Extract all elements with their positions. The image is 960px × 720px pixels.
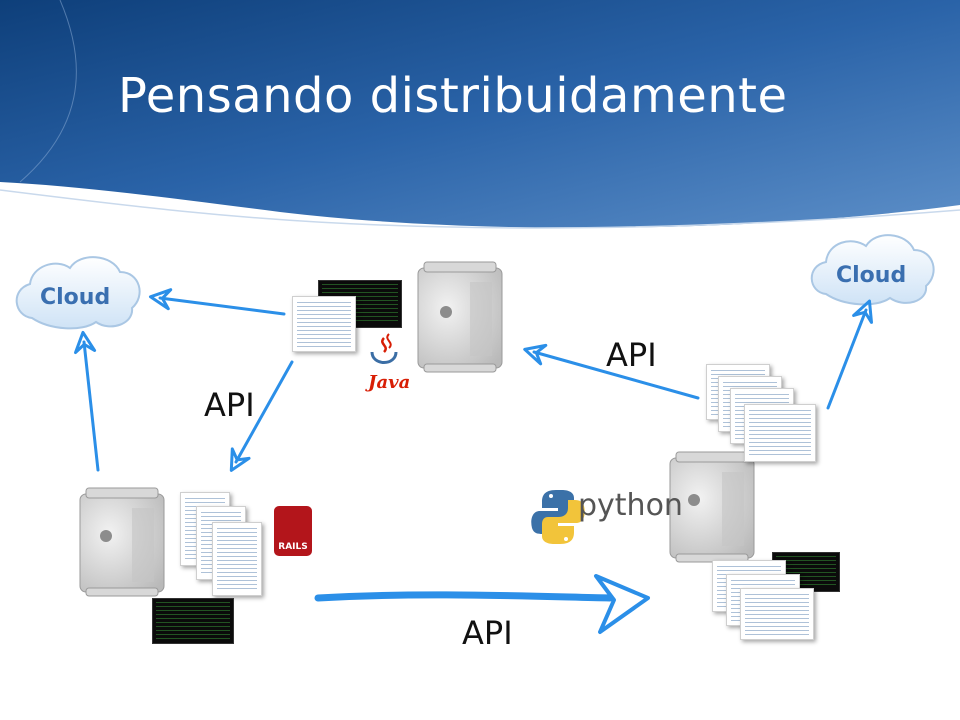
- api-label-java-rails: API: [204, 386, 255, 424]
- arrow-rails-to-cloud: [74, 330, 100, 472]
- api-label-rails-python: API: [462, 614, 513, 652]
- rails-logo-icon: RAILS: [274, 506, 312, 556]
- slide-title: Pensando distribuidamente: [118, 68, 788, 124]
- code-document-icon: [740, 588, 814, 640]
- cloud-label-left: Cloud: [40, 285, 110, 310]
- arrow-python-to-java: [523, 343, 700, 400]
- header-curve: [0, 189, 960, 229]
- python-logo-icon: [531, 490, 585, 544]
- code-document-icon: [744, 404, 816, 462]
- arrow-python-to-cloud: [826, 299, 873, 410]
- arrow-rails-to-python: [314, 591, 614, 602]
- cloud-label-right: Cloud: [836, 263, 906, 288]
- header-banner: [0, 0, 960, 228]
- arrow-rails-to-python-head: [594, 574, 650, 634]
- api-label-python-java: API: [606, 336, 657, 374]
- cloud-icon: [810, 234, 935, 306]
- terminal-window-icon: [152, 598, 234, 644]
- server-tower-icon: [79, 487, 165, 597]
- server-tower-icon: [669, 451, 755, 563]
- header-swirl: [19, 0, 77, 183]
- python-logo-label: python: [578, 488, 683, 523]
- code-document-icon: [292, 296, 356, 352]
- arrow-java-to-cloud: [148, 288, 286, 316]
- arrow-java-to-rails: [229, 360, 294, 472]
- java-logo-icon: [370, 333, 398, 364]
- code-document-icon: [212, 522, 262, 596]
- java-logo-label: Java: [368, 372, 411, 393]
- server-tower-icon: [417, 261, 503, 373]
- rails-logo-label: RAILS: [278, 542, 308, 552]
- cloud-icon: [15, 256, 141, 330]
